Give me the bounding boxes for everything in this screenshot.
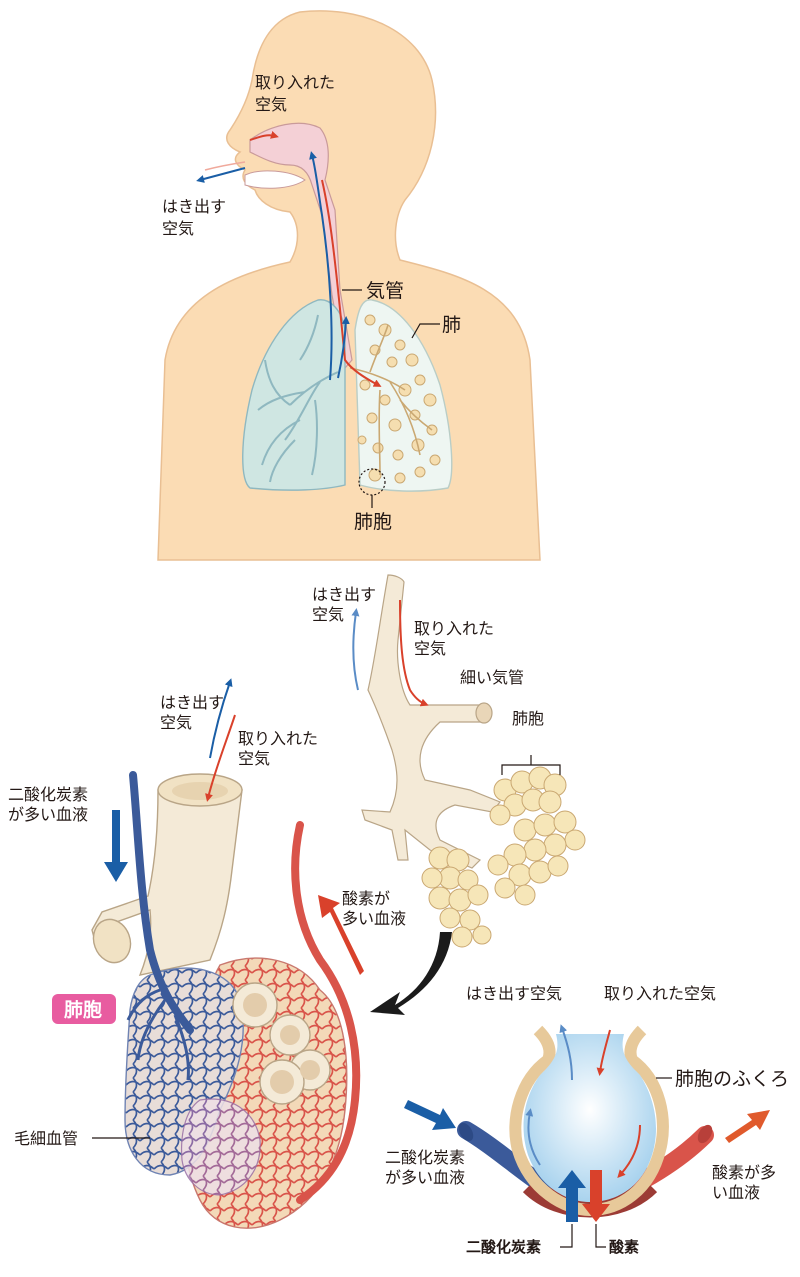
br-o2-label: 酸素 — [609, 1238, 639, 1256]
br-sac-interior — [523, 1034, 656, 1202]
bl-inhale-arrow — [205, 714, 236, 802]
bl-open-alveoli-inner — [243, 993, 320, 1094]
alveoli-bracket — [501, 755, 561, 775]
br-co2-label: 二酸化炭素 — [466, 1238, 541, 1256]
alveoli-clusters — [421, 766, 586, 948]
top-inhaled-label-1: 取り入れた — [255, 73, 335, 92]
exhale-arrow-lung — [337, 316, 350, 379]
top-alveolus-label: 肺胞 — [354, 511, 392, 533]
bl-o2-blood-label-2: 多い血液 — [342, 909, 406, 928]
left-bronchi — [257, 314, 339, 483]
exhale-arrow-trachea — [309, 151, 333, 381]
o2-leader — [595, 1224, 606, 1248]
middle-exhaled-label-1: はき出す — [312, 585, 376, 604]
middle-inhaled-label-1: 取り入れた — [414, 619, 494, 638]
bronchiole-opening — [475, 702, 493, 724]
middle-labels: はき出す 空気 取り入れた 空気 細い気管 肺胞 — [312, 585, 544, 728]
exhale-arrow-mouth-faint — [204, 161, 246, 171]
middle-exhaled-label-2: 空気 — [312, 605, 344, 624]
right-bronchi — [349, 324, 433, 476]
bl-vein-branches — [126, 988, 190, 1081]
bl-exhaled-label-2: 空気 — [160, 713, 192, 732]
inhale-arrow-trachea — [321, 179, 382, 387]
lungs — [242, 299, 453, 496]
bronchiole-label: 細い気管 — [460, 668, 524, 687]
bl-tube-side-opening — [92, 918, 132, 964]
exhale-arrow-mouth — [196, 167, 246, 183]
bl-vein — [129, 771, 194, 1034]
br-inhale-arrow-lower — [617, 1124, 641, 1178]
top-exhaled-label-2: 空気 — [162, 219, 194, 238]
human-torso — [157, 10, 541, 561]
top-labels: 取り入れた 空気 はき出す 空気 気管 肺 肺胞 — [162, 73, 461, 533]
br-o2-blood-label-1: 酸素が多 — [712, 1163, 776, 1182]
bottom-right-labels: はき出す空気 取り入れた空気 肺胞のふくろ 二酸化炭素 が多い血液 酸素が多 い… — [385, 984, 789, 1256]
br-co2-blood-label-1: 二酸化炭素 — [385, 1148, 465, 1167]
br-inhaled-label: 取り入れた空気 — [604, 984, 716, 1003]
br-co2-arrow — [558, 1170, 586, 1222]
bl-tube-top-inner — [172, 782, 228, 800]
bl-o2-blood-label-1: 酸素が — [342, 889, 390, 908]
bl-co2-blood-label-1: 二酸化炭素 — [8, 785, 88, 804]
br-co2-blood-label-2: が多い血液 — [385, 1168, 465, 1187]
alveolus-badge-label: 肺胞 — [64, 998, 102, 1021]
top-airflow-arrows — [196, 131, 382, 387]
co2-leader — [560, 1224, 573, 1248]
body-silhouette — [157, 10, 541, 561]
tongue — [244, 170, 306, 189]
br-artery-end — [697, 1124, 713, 1144]
bl-co2-blood-arrow — [104, 810, 128, 882]
alveolar-sac-illustration — [404, 1024, 770, 1222]
top-exhaled-label-1: はき出す — [162, 197, 226, 216]
br-co2-blood-arrow — [404, 1100, 456, 1130]
trachea-label: 気管 — [366, 280, 404, 302]
middle-inhale-arrow — [399, 599, 429, 707]
bl-artery — [291, 821, 361, 1204]
bottom-left-labels: はき出す 空気 取り入れた 空気 二酸化炭素 が多い血液 酸素が 多い血液 肺胞… — [8, 693, 406, 1148]
lung-label: 肺 — [442, 314, 461, 336]
bl-o2-blood-arrow — [318, 895, 364, 975]
inhale-arrow-nose — [249, 131, 279, 141]
alveolus-capillary-illustration — [91, 678, 364, 1229]
bl-inhaled-label-2: 空気 — [238, 749, 270, 768]
bl-exhaled-label-1: はき出す — [160, 693, 224, 712]
capillary-label: 毛細血管 — [14, 1129, 78, 1148]
br-exhaled-label: はき出す空気 — [466, 984, 562, 1003]
br-exhale-arrow — [559, 1024, 573, 1081]
bl-inhaled-label-1: 取り入れた — [238, 729, 318, 748]
br-o2-blood-label-2: い血液 — [712, 1183, 760, 1202]
br-inhale-arrow — [596, 1029, 611, 1076]
br-vein-end — [458, 1122, 474, 1142]
middle-inhaled-label-2: 空気 — [414, 639, 446, 658]
middle-exhale-arrow — [351, 608, 360, 691]
br-o2-blood-arrow — [725, 1110, 770, 1143]
alveolus-badge — [52, 994, 116, 1024]
br-sac-label: 肺胞のふくろ — [675, 1068, 789, 1090]
middle-alveolus-label: 肺胞 — [512, 709, 544, 728]
bl-co2-blood-label-2: が多い血液 — [8, 805, 88, 824]
bl-alveolar-cluster-purple — [180, 1098, 261, 1196]
bl-exhale-arrow — [209, 678, 233, 759]
lung-leader — [411, 323, 440, 339]
top-inhaled-label-2: 空気 — [255, 95, 287, 114]
bronchiole-illustration — [351, 574, 586, 948]
zoom-black-arrow — [370, 932, 452, 1015]
bronchiole-tube — [361, 574, 501, 869]
br-o2-arrow — [582, 1170, 610, 1222]
br-exhale-arrow-lower — [525, 1108, 541, 1166]
